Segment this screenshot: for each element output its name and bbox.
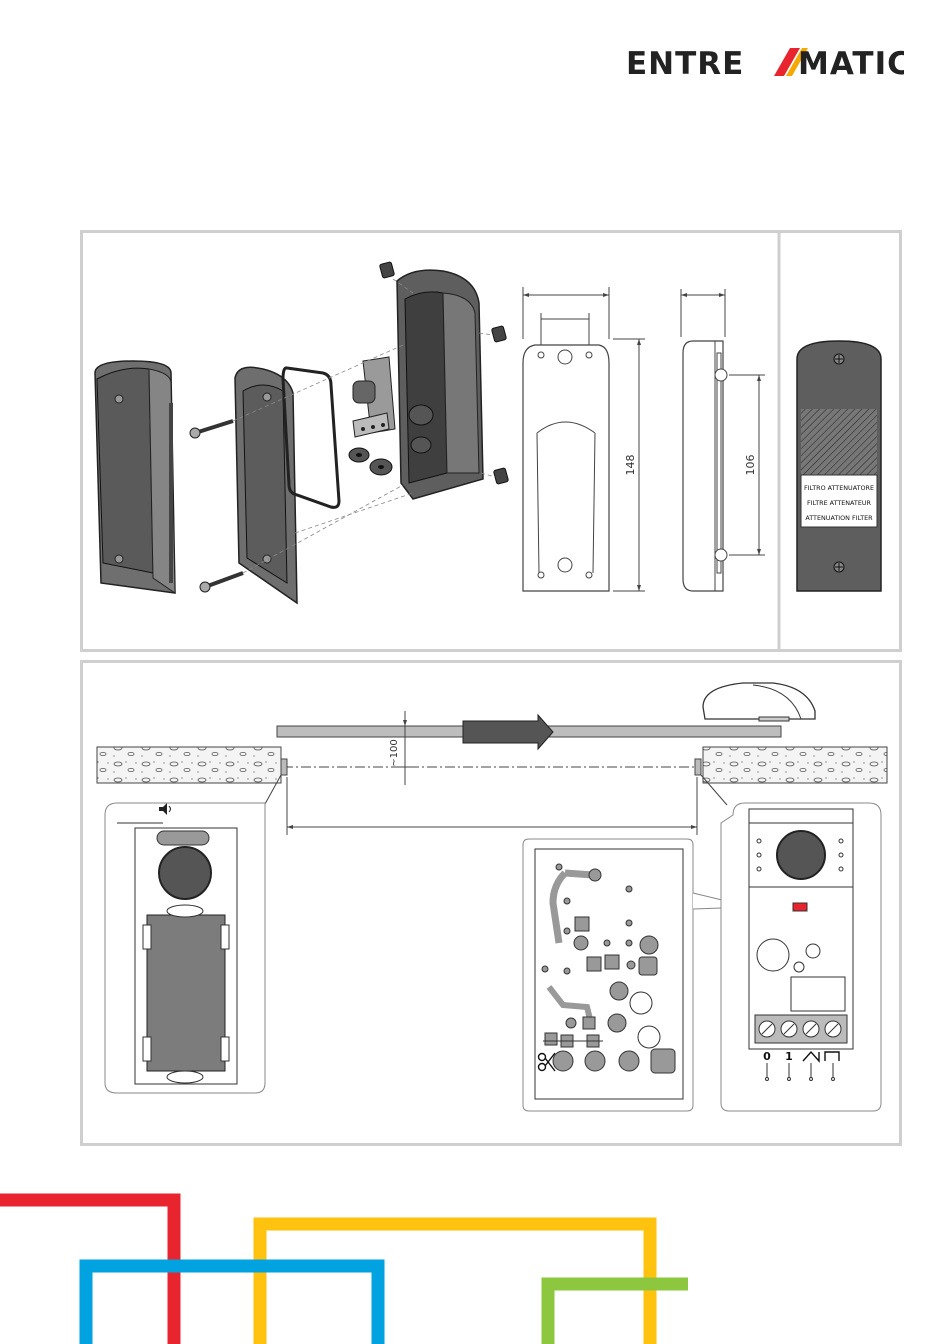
receiver-detail bbox=[721, 803, 881, 1111]
exploded-view-drawing: 148 106 bbox=[83, 233, 899, 649]
cable-grommets bbox=[349, 448, 392, 475]
assembled-photocell bbox=[95, 361, 175, 593]
filter-label-line1: FILTRO ATTENUATORE bbox=[804, 484, 874, 492]
blue-stripe bbox=[86, 1266, 378, 1344]
left-wall bbox=[97, 747, 281, 783]
terminal-label-1: 1 bbox=[785, 1050, 793, 1063]
filter-label-line2: FILTRE ATTENATEUR bbox=[807, 499, 872, 507]
mount-spacing-label: 106 bbox=[744, 455, 757, 476]
brand-logo-left: ENTRE bbox=[626, 46, 744, 80]
brand-logo: ENTRE MATIC bbox=[626, 44, 904, 80]
beam-width-dimension bbox=[287, 777, 697, 835]
right-wall bbox=[703, 747, 887, 783]
brand-logo-right: MATIC bbox=[798, 46, 904, 80]
circuit-board bbox=[353, 357, 395, 437]
receiver-board-detail bbox=[523, 839, 693, 1111]
terminal-label-0: 0 bbox=[763, 1050, 771, 1063]
receiver-unit bbox=[695, 759, 701, 775]
beam-height-label: ~100 bbox=[389, 739, 400, 766]
gate-operator bbox=[703, 683, 815, 721]
transmitter-detail bbox=[105, 803, 265, 1093]
screw-top bbox=[190, 421, 233, 438]
filter-label-line3: ATTENUATION FILTER bbox=[805, 514, 873, 522]
direction-arrow bbox=[463, 715, 553, 749]
status-led bbox=[793, 903, 807, 911]
brand-decoration-lines bbox=[0, 1180, 950, 1344]
height-dimension-label: 148 bbox=[624, 455, 637, 476]
front-dimension-view bbox=[523, 287, 645, 591]
attenuation-filter-view bbox=[797, 341, 881, 591]
green-stripe bbox=[548, 1284, 688, 1344]
base-housing bbox=[397, 270, 483, 499]
product-drawing-panel: 148 106 bbox=[80, 230, 902, 652]
screw-bottom bbox=[200, 573, 243, 592]
transmitter-unit bbox=[281, 759, 287, 775]
side-dimension-view bbox=[681, 289, 765, 591]
installation-drawing: ~100 bbox=[83, 663, 899, 1143]
brand-logo-mark: ENTRE MATIC bbox=[626, 44, 904, 80]
installation-diagram-panel: ~100 bbox=[80, 660, 902, 1146]
